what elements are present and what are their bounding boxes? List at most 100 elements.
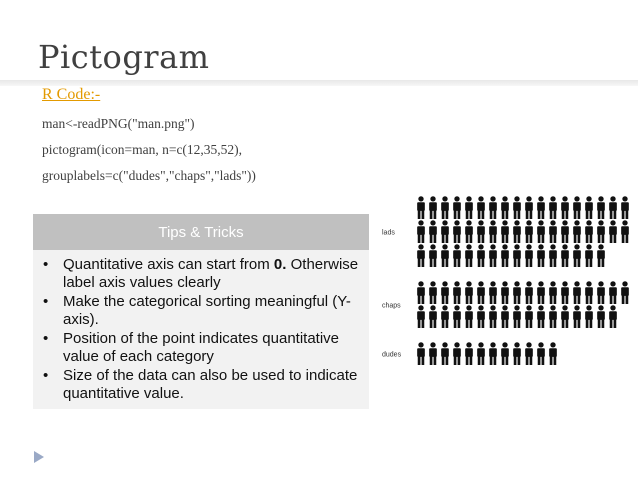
title-divider (0, 80, 638, 86)
man-icon (597, 244, 605, 267)
man-icon (537, 244, 545, 267)
man-icon (477, 342, 485, 365)
man-icon (453, 244, 461, 267)
man-icon (561, 244, 569, 267)
man-icon (453, 196, 461, 219)
man-icon (525, 305, 533, 328)
man-icon (477, 220, 485, 243)
code-heading: R Code:- (42, 86, 101, 103)
man-icon (561, 196, 569, 219)
man-icon (585, 220, 593, 243)
man-icon (489, 244, 497, 267)
pictogram-svg: lads chaps dudes (382, 196, 629, 365)
man-icon (573, 281, 581, 304)
man-icon (429, 244, 437, 267)
category-label-dudes: dudes (382, 352, 402, 359)
tip-1-text: Quantitative axis can start from (63, 256, 274, 273)
tip-2-text: Make the categorical sorting meaningful … (63, 293, 351, 328)
man-icon (585, 196, 593, 219)
man-icon (417, 281, 425, 304)
man-icon (501, 244, 509, 267)
tip-1-rest: Otherwise label axis values clearly (63, 256, 359, 291)
man-icon (609, 281, 617, 304)
man-icon (453, 342, 461, 365)
man-icon (417, 244, 425, 267)
man-icon (573, 196, 581, 219)
man-icon (537, 220, 545, 243)
man-icon (549, 244, 557, 267)
man-icon (465, 244, 473, 267)
tip-4-text: Size of the data can also be used to ind… (63, 367, 358, 402)
man-icon (489, 220, 497, 243)
man-icon (549, 305, 557, 328)
man-icon (513, 196, 521, 219)
man-icon (453, 220, 461, 243)
man-icon (489, 305, 497, 328)
man-icon (477, 244, 485, 267)
man-icon (501, 342, 509, 365)
man-icon (429, 305, 437, 328)
man-icon (501, 196, 509, 219)
man-icon (537, 342, 545, 365)
man-icon (453, 281, 461, 304)
man-icon (597, 281, 605, 304)
man-icon (513, 305, 521, 328)
man-icon (513, 244, 521, 267)
man-icon (597, 305, 605, 328)
man-icon (525, 244, 533, 267)
man-icon (573, 305, 581, 328)
man-icon (441, 220, 449, 243)
tips-list: Quantitative axis can start from 0. Othe… (33, 250, 369, 403)
man-icon (561, 305, 569, 328)
man-icon (525, 220, 533, 243)
man-icon (429, 196, 437, 219)
slide-title: Pictogram (38, 38, 210, 76)
man-icon (525, 281, 533, 304)
man-icon (537, 305, 545, 328)
tips-panel: Tips & Tricks Quantitative axis can star… (33, 214, 369, 409)
man-icon (597, 196, 605, 219)
code-line-1: man<-readPNG("man.png") (42, 116, 195, 131)
code-line-3: grouplabels=c("dudes","chaps","lads")) (42, 168, 256, 183)
man-icon (585, 244, 593, 267)
code-line-2: pictogram(icon=man, n=c(12,35,52), (42, 142, 243, 157)
man-icon (597, 220, 605, 243)
man-icon (537, 196, 545, 219)
category-label-lads: lads (382, 230, 395, 237)
man-icon (429, 281, 437, 304)
man-icon (513, 281, 521, 304)
man-icon (513, 342, 521, 365)
man-icon (549, 196, 557, 219)
man-icon (573, 244, 581, 267)
man-icon (513, 220, 521, 243)
nav-arrow-icon[interactable] (34, 450, 44, 468)
tip-item-3: Position of the point indicates quantita… (43, 330, 361, 366)
man-icon (417, 220, 425, 243)
man-icon (573, 220, 581, 243)
man-icon (417, 342, 425, 365)
man-icon (525, 342, 533, 365)
man-icon (441, 342, 449, 365)
man-icon (429, 342, 437, 365)
man-icon (441, 281, 449, 304)
man-icon (549, 342, 557, 365)
man-icon (561, 281, 569, 304)
man-icon (561, 220, 569, 243)
man-icon (465, 342, 473, 365)
man-icon (489, 342, 497, 365)
man-icon (609, 305, 617, 328)
man-icon (477, 281, 485, 304)
man-icon (621, 281, 629, 304)
man-icon (489, 196, 497, 219)
tip-item-2: Make the categorical sorting meaningful … (43, 293, 361, 329)
man-icon (501, 281, 509, 304)
pictogram-chart: lads chaps dudes (378, 190, 638, 374)
man-icon (501, 220, 509, 243)
man-icon (477, 305, 485, 328)
man-icon (453, 305, 461, 328)
tip-item-1: Quantitative axis can start from 0. Othe… (43, 256, 361, 292)
man-icon (609, 196, 617, 219)
tip-3-text: Position of the point indicates quantita… (63, 330, 340, 365)
man-icon (549, 220, 557, 243)
category-label-chaps: chaps (382, 303, 401, 310)
